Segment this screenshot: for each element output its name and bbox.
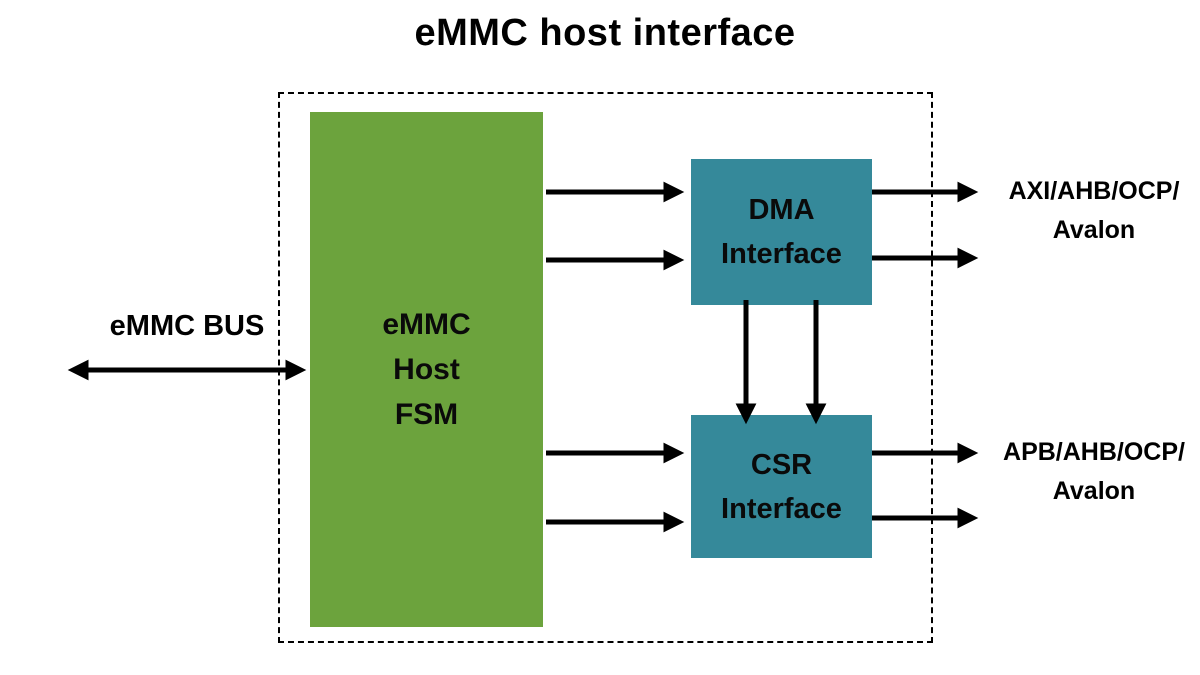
dma-interface-label-line2: Interface [721, 238, 842, 270]
dma-interface-block: DMA Interface [691, 159, 872, 305]
dma-bus-label: AXI/AHB/OCP/ Avalon [985, 172, 1200, 250]
emmc-host-fsm-block: eMMC Host FSM [310, 112, 543, 627]
emmc-host-fsm-label-line1: eMMC [382, 308, 471, 341]
dma-bus-label-line1: AXI/AHB/OCP/ [1008, 177, 1180, 205]
emmc-bus-label: eMMC BUS [109, 310, 265, 342]
csr-interface-label-line1: CSR [750, 448, 813, 481]
diagram-title: eMMC host interface [414, 12, 796, 54]
csr-bus-label: APB/AHB/OCP/ Avalon [985, 433, 1200, 511]
emmc-host-fsm-label-line3: FSM [394, 398, 459, 431]
dma-interface-label-line1: DMA [748, 194, 815, 226]
csr-bus-label-line2: Avalon [1052, 477, 1136, 505]
csr-interface-label-line2: Interface [721, 492, 842, 525]
csr-interface-block: CSR Interface [691, 415, 872, 558]
csr-bus-label-line1: APB/AHB/OCP/ [1003, 438, 1185, 466]
emmc-host-fsm-label-line2: Host [393, 353, 460, 386]
dma-bus-label-line2: Avalon [1052, 216, 1136, 244]
